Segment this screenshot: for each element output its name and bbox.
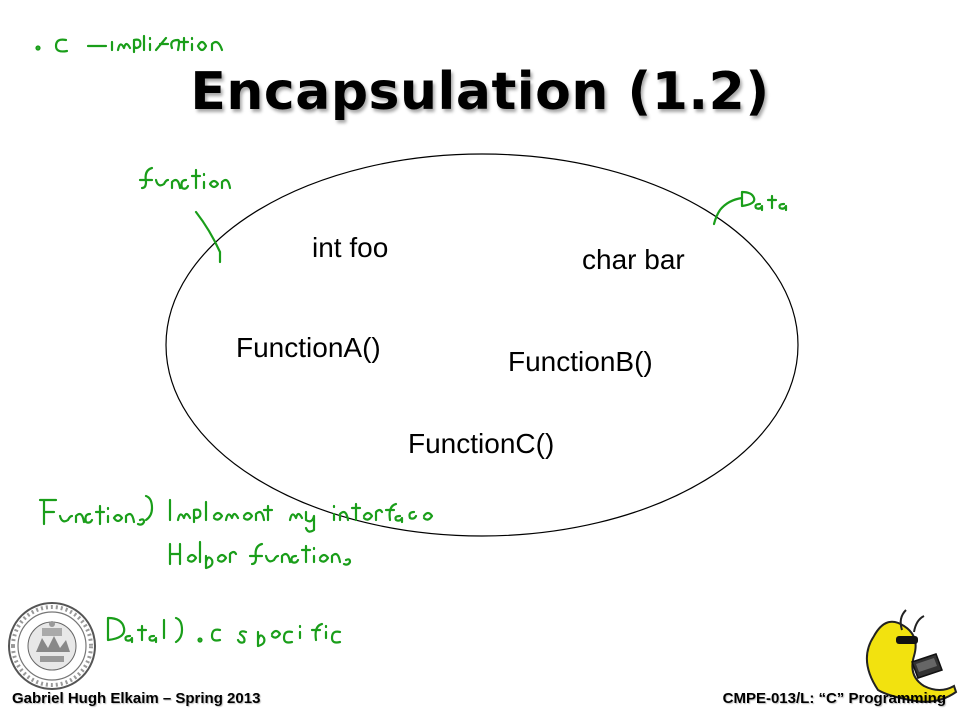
banana-slug-mascot-logo — [866, 609, 958, 703]
function-b-label: FunctionB() — [508, 346, 653, 377]
ink-functions-note-bracket — [144, 494, 154, 522]
ink-dot-c — [197, 637, 203, 643]
ink-implementation — [110, 34, 224, 54]
ink-data-note-bracket — [174, 616, 184, 644]
ink-helper-functions — [168, 540, 352, 570]
footer-course: CMPE-013/L: “C” Programming — [722, 690, 946, 707]
ink-c-top — [54, 38, 69, 53]
function-a-label: FunctionA() — [236, 332, 381, 363]
ink-data-label — [740, 190, 788, 212]
ink-data-arrow — [712, 196, 744, 226]
int-foo-label: int foo — [312, 232, 389, 263]
ink-functions-arrow — [194, 210, 222, 264]
footer-author: Gabriel Hugh Elkaim – Spring 2013 — [12, 690, 261, 707]
encapsulation-ellipse — [165, 153, 799, 537]
char-bar-label: char bar — [582, 244, 685, 275]
ink-functions-label — [138, 166, 232, 190]
ink-data-note-word — [106, 616, 166, 644]
handwritten-annotations — [35, 34, 788, 648]
ink-c-specific — [210, 622, 342, 648]
slide-title: Encapsulation (1.2) — [190, 62, 770, 122]
function-c-label: FunctionC() — [408, 428, 555, 459]
ink-functions-note-word — [38, 498, 146, 526]
ink-implement-my-interface — [168, 498, 434, 533]
ink-bullet — [35, 45, 41, 51]
university-seal-logo — [8, 602, 96, 690]
